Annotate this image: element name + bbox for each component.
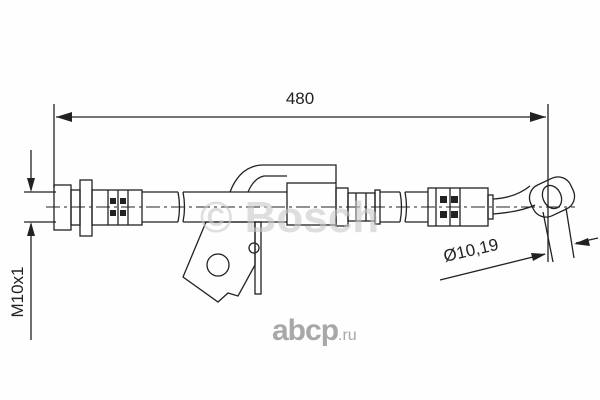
diameter-dimension: Ø10,19 xyxy=(439,207,599,281)
logo-name: abcp xyxy=(272,314,339,347)
left-fitting xyxy=(53,179,143,237)
thread-dimension: M10x1 xyxy=(8,150,56,340)
right-fitting xyxy=(427,185,536,227)
mounting-bracket xyxy=(182,221,262,303)
banjo-fitting xyxy=(528,176,576,218)
diameter-label: Ø10,19 xyxy=(442,235,501,266)
watermark: © Bosch xyxy=(200,193,379,242)
length-dimension: 480 xyxy=(53,89,549,262)
abcp-logo: abcp.ru xyxy=(272,314,357,348)
length-label: 480 xyxy=(286,89,314,108)
junction-block xyxy=(229,164,381,227)
hose xyxy=(142,191,428,223)
thread-label: M10x1 xyxy=(8,266,27,317)
logo-suffix: .ru xyxy=(338,327,357,344)
